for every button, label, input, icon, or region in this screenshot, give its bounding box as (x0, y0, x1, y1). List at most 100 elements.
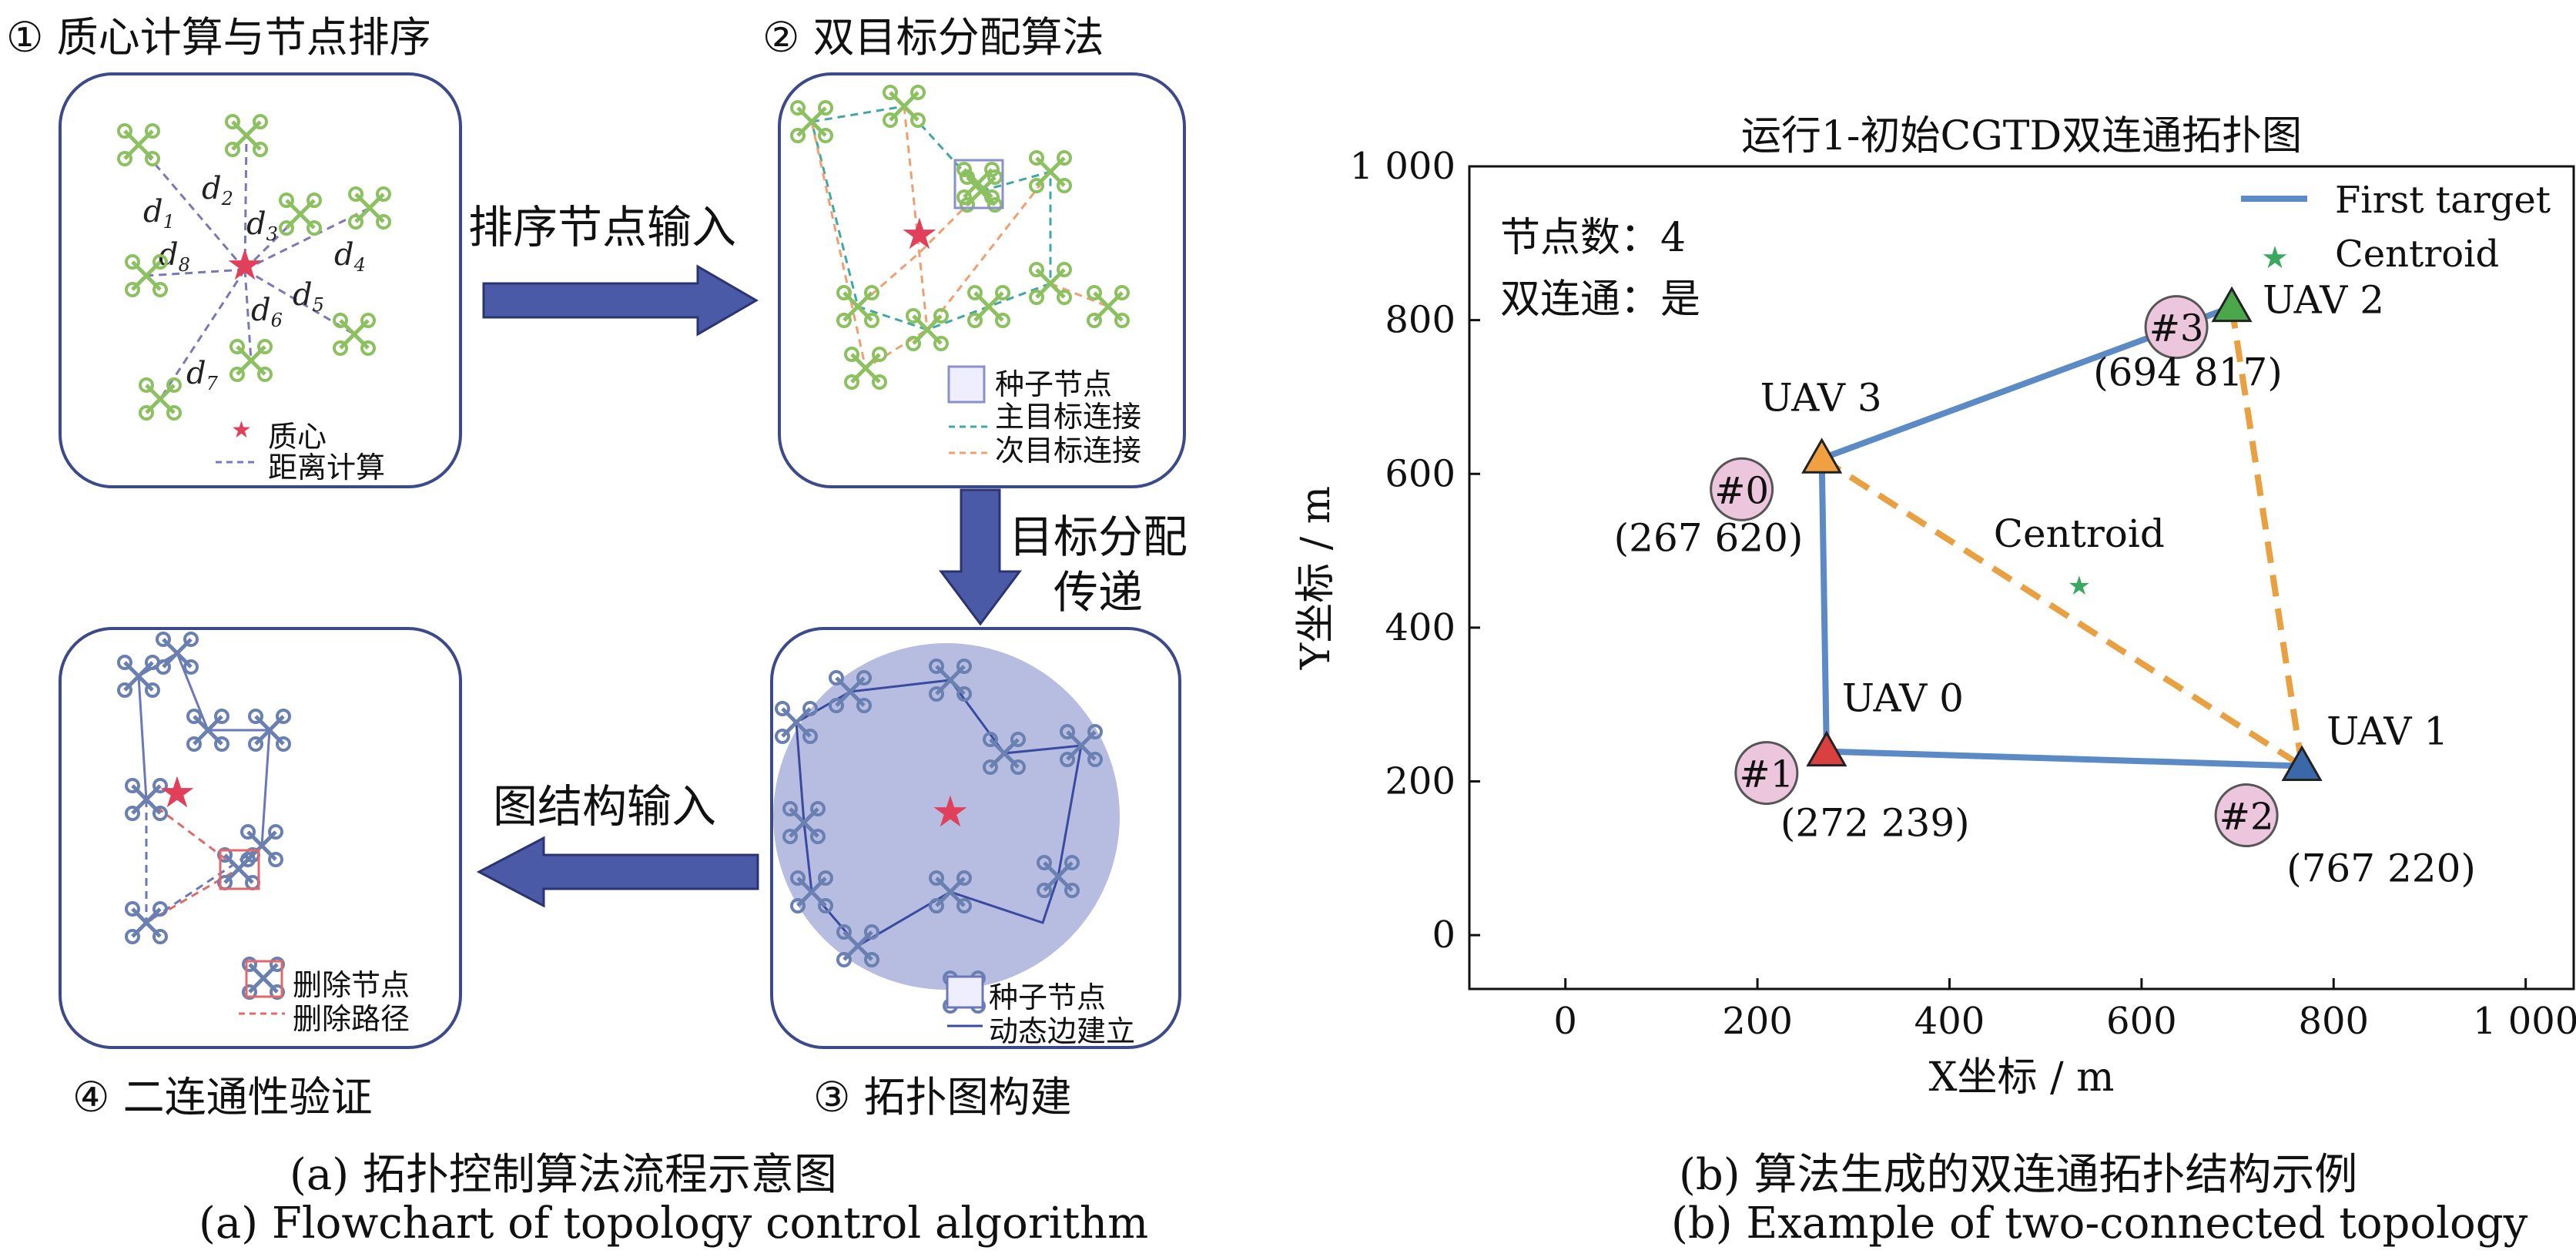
y-tick-label: 1 000 (1350, 145, 1455, 188)
uav-marker (2281, 745, 2323, 782)
y-tick-label: 200 (1385, 760, 1455, 803)
drone-icon (883, 85, 926, 128)
drone-icon (790, 100, 833, 143)
drone-icon (782, 801, 826, 844)
panel2-diagram: ★ (790, 85, 1130, 454)
caption-a-cn: (a) 拓扑控制算法流程示意图 (290, 1150, 837, 1200)
drone-icon (929, 870, 972, 913)
legend-seed-label: 种子节点 (989, 980, 1107, 1014)
centroid-star-icon: ★ (226, 240, 264, 290)
drone-icon (983, 732, 1026, 775)
y-tick-label: 400 (1385, 606, 1455, 649)
legend-centroid-label: Centroid (2335, 233, 2499, 276)
drone-icon (844, 347, 887, 390)
drone-nodes (790, 85, 1130, 390)
drone-icon (1029, 262, 1072, 305)
plot-frame (1468, 165, 2575, 991)
legend-centroid-label: 质心 (268, 420, 327, 454)
panel3-diagram: ★ (773, 643, 1120, 1027)
second-target-edge (1820, 455, 2304, 769)
arrow-down-2 (939, 488, 1022, 626)
drone-nodes (117, 632, 291, 1000)
legend-first-target-label: First target (2335, 179, 2551, 222)
arrow1-label: 排序节点输入 (468, 201, 737, 253)
x-tick-label: 0 (1553, 1000, 1577, 1043)
step3-title: ③ 拓扑图构建 (813, 1073, 1072, 1121)
x-tick-label: 200 (1722, 1000, 1793, 1043)
info-text: 双连通：是 (1500, 277, 1700, 323)
drone-icon (279, 193, 322, 236)
drone-icon (836, 924, 879, 967)
legend-dynamic-label: 动态边建立 (989, 1014, 1136, 1048)
y-axis-label: Y坐标 / m (1293, 486, 1339, 670)
panel-dual-target: ★ 种子节点 主目标连接 次目标连接 (778, 72, 1186, 488)
uav-index-label: #2 (2219, 796, 2274, 839)
drone-icon (1029, 150, 1072, 193)
uav-name-label: UAV 3 (1760, 375, 1882, 420)
step1-title: ① 质心计算与节点排序 (6, 13, 431, 62)
drone-nodes (117, 114, 391, 421)
second-target-edge (2229, 307, 2306, 767)
uav-coord-label: (767 220) (2286, 846, 2476, 891)
drone-icon (186, 709, 229, 752)
drone-icon (836, 285, 879, 328)
drone-icon (156, 632, 199, 675)
arrow-left-3 (476, 836, 759, 908)
legend-star-icon: ★ (231, 417, 252, 444)
panel-topology-build: ★ 种子节点 动态边建立 (770, 627, 1181, 1049)
chart-title: 运行1-初始CGTD双连通拓扑图 (1741, 113, 2302, 159)
drone-icon (139, 377, 182, 421)
drone-icon (117, 655, 160, 698)
distance-label-d7: d7 (186, 356, 219, 394)
caption-b-cn: (b) 算法生成的双连通拓扑结构示例 (1679, 1150, 2358, 1200)
drone-icon (967, 285, 1010, 328)
drone-icon (248, 709, 291, 752)
legend-seed-label: 种子节点 (995, 367, 1113, 401)
uav-index-label: #0 (1714, 469, 1769, 512)
drone-icon (1087, 285, 1130, 328)
first-target-edge (1818, 458, 1830, 752)
uav-marker (2211, 286, 2253, 323)
arrow3-label: 图结构输入 (493, 780, 717, 833)
drone-icon (1037, 855, 1080, 898)
uav-name-label: UAV 2 (2263, 278, 2384, 323)
drone-icon (348, 186, 391, 230)
drone-icon (125, 901, 168, 944)
drone-nodes (775, 659, 1103, 1014)
legend-secondary-label: 次目标连接 (995, 434, 1142, 468)
legend-delete-path-label: 删除路径 (293, 1002, 410, 1036)
drone-icon (242, 957, 285, 1000)
uav-marker (1806, 730, 1847, 767)
uav-index-badge (2144, 295, 2209, 360)
centroid-star-icon: ★ (900, 210, 939, 260)
info-text: 节点数：4 (1500, 215, 1686, 261)
uav-index-label: #1 (1739, 753, 1794, 796)
distance-label-d2: d2 (202, 171, 233, 210)
drone-icon (790, 870, 833, 913)
y-tick-label: 600 (1385, 452, 1455, 495)
x-tick-label: 600 (2106, 1000, 2177, 1043)
uav-index-badge (2214, 783, 2279, 848)
y-tick-label: 0 (1432, 913, 1455, 957)
drone-icon (956, 162, 1000, 205)
drone-icon (775, 701, 818, 744)
drone-icon (229, 339, 273, 382)
caption-a-en: (a) Flowchart of topology control algori… (199, 1198, 1149, 1249)
drone-icon (125, 778, 168, 821)
caption-b-en: (b) Example of two-connected topology (1671, 1198, 2528, 1249)
drone-icon (225, 114, 268, 157)
drone-icon (125, 254, 168, 297)
uav-coord-label: (694 817) (2093, 350, 2283, 395)
uav-marker (1801, 437, 1843, 474)
legend-delete-node-label: 删除节点 (293, 968, 410, 1002)
drone-icon (906, 308, 949, 351)
centroid-star-icon: ★ (158, 768, 196, 818)
step2-title: ② 双目标分配算法 (762, 13, 1104, 62)
centroid-label: Centroid (1994, 511, 2165, 556)
first-target-edge (1826, 748, 2303, 769)
uav-name-label: UAV 0 (1842, 676, 1964, 721)
uav-index-badge (1710, 457, 1774, 521)
panel-centroid-sorting: d1 d2 d3 d4 d5 d6 d7 d8 ★ ★ 质心 距离计算 (59, 72, 462, 488)
step4-title: ④ 二连通性验证 (72, 1073, 373, 1121)
